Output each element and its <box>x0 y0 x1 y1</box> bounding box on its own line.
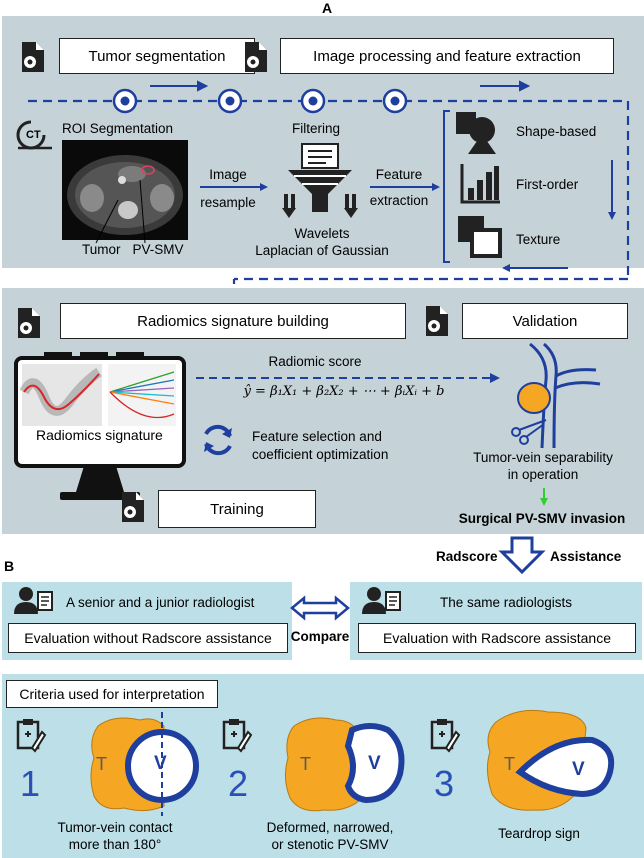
assistance-label: Assistance <box>550 549 622 564</box>
with-assistance-box: Evaluation with Radscore assistance <box>358 623 636 653</box>
criterion-2-caption-1: Deformed, narrowed, <box>266 820 394 835</box>
refresh-icon <box>204 424 232 456</box>
monitor-icon <box>14 352 186 500</box>
separability-2: in operation <box>507 467 579 482</box>
tumor-segmentation-box: Tumor segmentation <box>59 38 255 74</box>
wavelets-label: Wavelets <box>294 226 350 241</box>
vessel-tumor-illustration <box>517 342 601 449</box>
criterion-number-3: 3 <box>434 763 455 804</box>
surgical-invasion-label: Surgical PV-SMV invasion <box>458 511 626 526</box>
training-box: Training <box>158 490 316 528</box>
panel-a-letter: A <box>322 0 333 16</box>
criterion-1-v: V <box>154 753 167 774</box>
ct-scanner-icon <box>16 120 52 150</box>
ct-scan-image <box>62 140 188 240</box>
criteria-title-box: Criteria used for interpretation <box>6 680 218 708</box>
pvsmv-label: PV-SMV <box>132 242 184 257</box>
ct-icon-text: CT <box>26 129 41 141</box>
first-order-label: First-order <box>516 177 579 192</box>
feature-selection-1: Feature selection and <box>252 429 382 444</box>
radiomics-building-box: Radiomics signature building <box>60 303 406 339</box>
clipboard-icon <box>222 719 253 753</box>
file-gear-icon <box>245 42 267 72</box>
radiomics-signature-label: Radiomics signature <box>36 427 163 443</box>
criterion-number-1: 1 <box>20 763 41 804</box>
criterion-2-caption-2: or stenotic PV-SMV <box>271 837 389 852</box>
criterion-2-v: V <box>368 753 381 774</box>
same-radiologists-label: The same radiologists <box>440 595 573 610</box>
radiologist-icon <box>362 587 401 614</box>
compare-label: Compare <box>290 629 350 644</box>
criterion-1-caption-1: Tumor-vein contact <box>57 820 173 835</box>
extraction-arrow <box>370 110 616 272</box>
criterion-1-caption-2: more than 180° <box>68 837 162 852</box>
dashed-flow <box>28 80 630 300</box>
file-gear-icon <box>122 492 144 522</box>
green-arrow <box>540 488 548 506</box>
without-assistance-box: Evaluation without Radscore assistance <box>8 623 288 653</box>
resample-arrow <box>200 183 268 191</box>
feature-extraction-1: Feature <box>375 167 423 182</box>
criterion-2-t: T <box>300 754 311 774</box>
image-resample-1: Image <box>209 167 247 182</box>
feature-extraction-2: extraction <box>369 193 429 208</box>
criterion-1-t: T <box>96 754 107 774</box>
radscore-label: Radscore <box>436 549 498 564</box>
image-resample-2: resample <box>200 195 256 210</box>
texture-label: Texture <box>516 232 561 247</box>
criterion-3-caption: Teardrop sign <box>498 826 580 841</box>
shape-based-label: Shape-based <box>516 124 597 139</box>
file-gear-icon <box>426 306 448 336</box>
filter-funnel-icon <box>282 143 358 218</box>
filtering-label: Filtering <box>291 121 340 136</box>
shape-icon <box>456 112 496 154</box>
clipboard-icon <box>430 719 461 753</box>
ct-leader-lines <box>95 179 146 244</box>
formula: ŷ = β₁X₁ + β₂X₂ + ⋯ + βᵢXᵢ + b <box>243 384 445 399</box>
texture-icon <box>458 216 502 258</box>
panel-b-letter: B <box>4 558 15 574</box>
file-gear-icon <box>22 42 44 72</box>
file-gear-icon <box>18 308 40 338</box>
double-arrow-icon <box>290 595 350 621</box>
criterion-3-illustration <box>486 709 615 811</box>
roi-segmentation-label: ROI Segmentation <box>62 121 174 136</box>
score-arrow <box>196 373 500 383</box>
radiologist-icon <box>14 587 53 614</box>
criterion-3-v: V <box>572 759 585 780</box>
clipboard-icon <box>16 719 47 753</box>
criterion-3-t: T <box>504 754 515 774</box>
separability-1: Tumor-vein separability <box>473 450 613 465</box>
senior-junior-label: A senior and a junior radiologist <box>66 595 255 610</box>
criterion-1-illustration <box>90 712 199 816</box>
validation-box: Validation <box>462 303 628 339</box>
log-label: Laplacian of Gaussian <box>255 243 389 258</box>
criterion-2-illustration <box>284 717 405 812</box>
down-arrow-icon <box>498 536 546 575</box>
tumor-label: Tumor <box>82 242 121 257</box>
radiomic-score-label: Radiomic score <box>268 354 362 369</box>
bar-chart-icon <box>460 164 500 204</box>
image-processing-box: Image processing and feature extraction <box>280 38 614 74</box>
feature-selection-2: coefficient optimization <box>252 447 389 462</box>
criterion-number-2: 2 <box>228 763 249 804</box>
scissors-icon <box>511 419 547 445</box>
